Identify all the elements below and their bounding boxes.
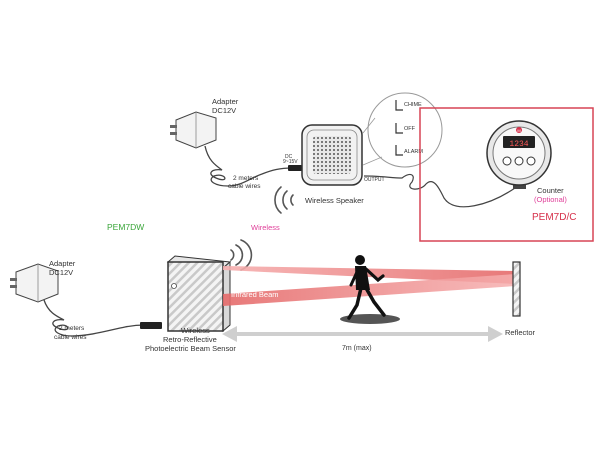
speaker-grille <box>313 136 351 174</box>
wireless-speaker <box>301 124 363 186</box>
bottom-dc-plug <box>140 322 162 329</box>
infrared-beam-label: Infrared Beam <box>231 290 279 299</box>
counter-display <box>503 136 535 148</box>
mode-switch-zoom <box>362 92 443 168</box>
distance-label: 7m (max) <box>342 345 372 352</box>
top-adapter <box>170 111 217 149</box>
mode-chime: CHIME <box>404 102 422 108</box>
bottom-cable-line2: cable wires <box>54 334 87 341</box>
counter-logo: M <box>517 128 520 133</box>
counter-button <box>502 156 512 166</box>
counter-model-label: PEM7D/C <box>532 212 576 223</box>
top-adapter-spec: DC12V <box>212 106 236 115</box>
beam-sensor <box>166 255 232 333</box>
speaker-output-label: OUTPUT <box>364 177 385 183</box>
top-adapter-title: Adapter <box>212 97 239 106</box>
output-cable <box>363 173 516 208</box>
counter-button <box>514 156 524 166</box>
sensor-label-line1: Wireless <box>181 326 210 335</box>
top-cable-line2: cable wires <box>228 183 261 190</box>
walking-person <box>340 255 400 324</box>
counter-optional-label: (Optional) <box>534 195 567 204</box>
counter-button <box>526 156 536 166</box>
sensor-model-label: PEM7DW <box>107 222 144 232</box>
top-adapter-cable <box>204 145 293 187</box>
counter-display-digits: 1234 <box>509 140 528 149</box>
sensor-wireless-icon <box>230 239 253 271</box>
reflector-label: Reflector <box>505 328 536 337</box>
counter-device <box>486 120 552 189</box>
reflector <box>512 261 521 317</box>
sensor-label-line3: Photoelectric Beam Sensor <box>145 344 236 353</box>
speaker-label: Wireless Speaker <box>305 196 364 205</box>
top-dc-plug <box>288 165 302 171</box>
bottom-adapter-cable <box>43 299 146 337</box>
bottom-adapter-spec: DC12V <box>49 268 73 277</box>
speaker-dc-label: DC <box>285 154 293 160</box>
counter-optional-box <box>419 107 594 242</box>
bottom-adapter-title: Adapter <box>49 259 76 268</box>
top-cable-line1: 2 meters <box>233 175 259 182</box>
speaker-voltage: 9~15V <box>283 159 298 165</box>
mode-off: OFF <box>404 126 416 132</box>
distance-arrow <box>222 326 503 342</box>
mode-alarm: ALARM <box>404 149 423 155</box>
bottom-cable-line1: 2 meters <box>59 325 85 332</box>
bottom-adapter <box>10 263 59 303</box>
counter-label: Counter <box>537 186 564 195</box>
sensor-label-line2: Retro-Reflective <box>163 335 217 344</box>
wireless-label: Wireless <box>251 223 280 232</box>
speaker-wireless-icon <box>274 186 294 214</box>
